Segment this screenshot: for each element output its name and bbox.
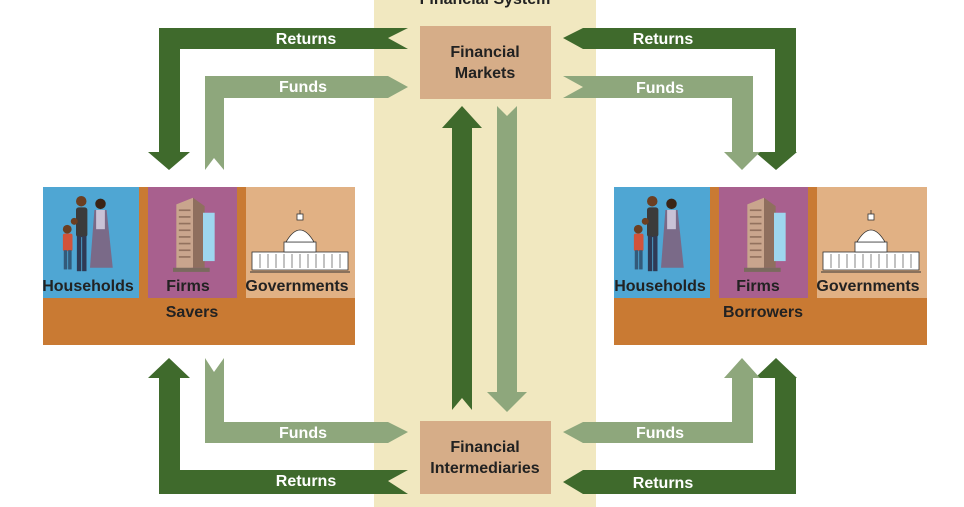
financial-intermediaries-line-2: Intermediaries	[430, 460, 539, 477]
borrowers-label: Borrowers	[723, 304, 803, 321]
financial-intermediaries-line-1: Financial	[450, 439, 519, 456]
returns-arrow-markets-to-savers	[148, 28, 408, 170]
returns-arrow-borrowers-to-markets	[563, 28, 797, 170]
returns-arrow-intermediaries-to-savers	[148, 358, 408, 494]
borrowers-governments-label: Governments	[816, 278, 919, 295]
borrowers-group: Households Firms Governments Borrowers	[614, 187, 927, 345]
funds-arrow-intermediaries-to-borrowers	[563, 358, 760, 443]
funds-arrow-markets-to-intermediaries	[487, 106, 527, 412]
borrowers-households-panel	[614, 187, 710, 298]
returns-label-top-left: Returns	[276, 31, 337, 48]
savers-governments-label: Governments	[245, 278, 348, 295]
savers-label: Savers	[166, 304, 219, 321]
financial-markets-line-2: Markets	[455, 65, 516, 82]
borrowers-firms-label: Firms	[736, 278, 780, 295]
returns-label-bottom-left: Returns	[276, 473, 337, 490]
returns-arrow-intermediaries-to-markets	[442, 106, 482, 410]
funds-label-bottom-left: Funds	[279, 425, 327, 442]
savers-households-label: Households	[42, 278, 134, 295]
financial-system-title: Financial System	[420, 0, 551, 8]
funds-arrow-savers-to-intermediaries	[205, 358, 408, 443]
returns-arrow-borrowers-to-intermediaries	[563, 358, 797, 494]
funds-label-bottom-right: Funds	[636, 425, 684, 442]
savers-group: Households Firms Governments Savers	[42, 187, 355, 345]
funds-arrow-markets-to-borrowers	[563, 76, 760, 170]
funds-arrow-savers-to-markets	[205, 76, 408, 170]
savers-households-panel	[43, 187, 139, 298]
returns-label-top-right: Returns	[633, 31, 694, 48]
returns-label-bottom-right: Returns	[633, 475, 694, 492]
financial-intermediaries-box: Financial Intermediaries	[420, 421, 551, 494]
savers-firms-label: Firms	[166, 278, 210, 295]
funds-label-top-left: Funds	[279, 79, 327, 96]
financial-markets-line-1: Financial	[450, 44, 519, 61]
borrowers-households-label: Households	[614, 278, 706, 295]
financial-markets-box: Financial Markets	[420, 26, 551, 99]
funds-label-top-right: Funds	[636, 80, 684, 97]
